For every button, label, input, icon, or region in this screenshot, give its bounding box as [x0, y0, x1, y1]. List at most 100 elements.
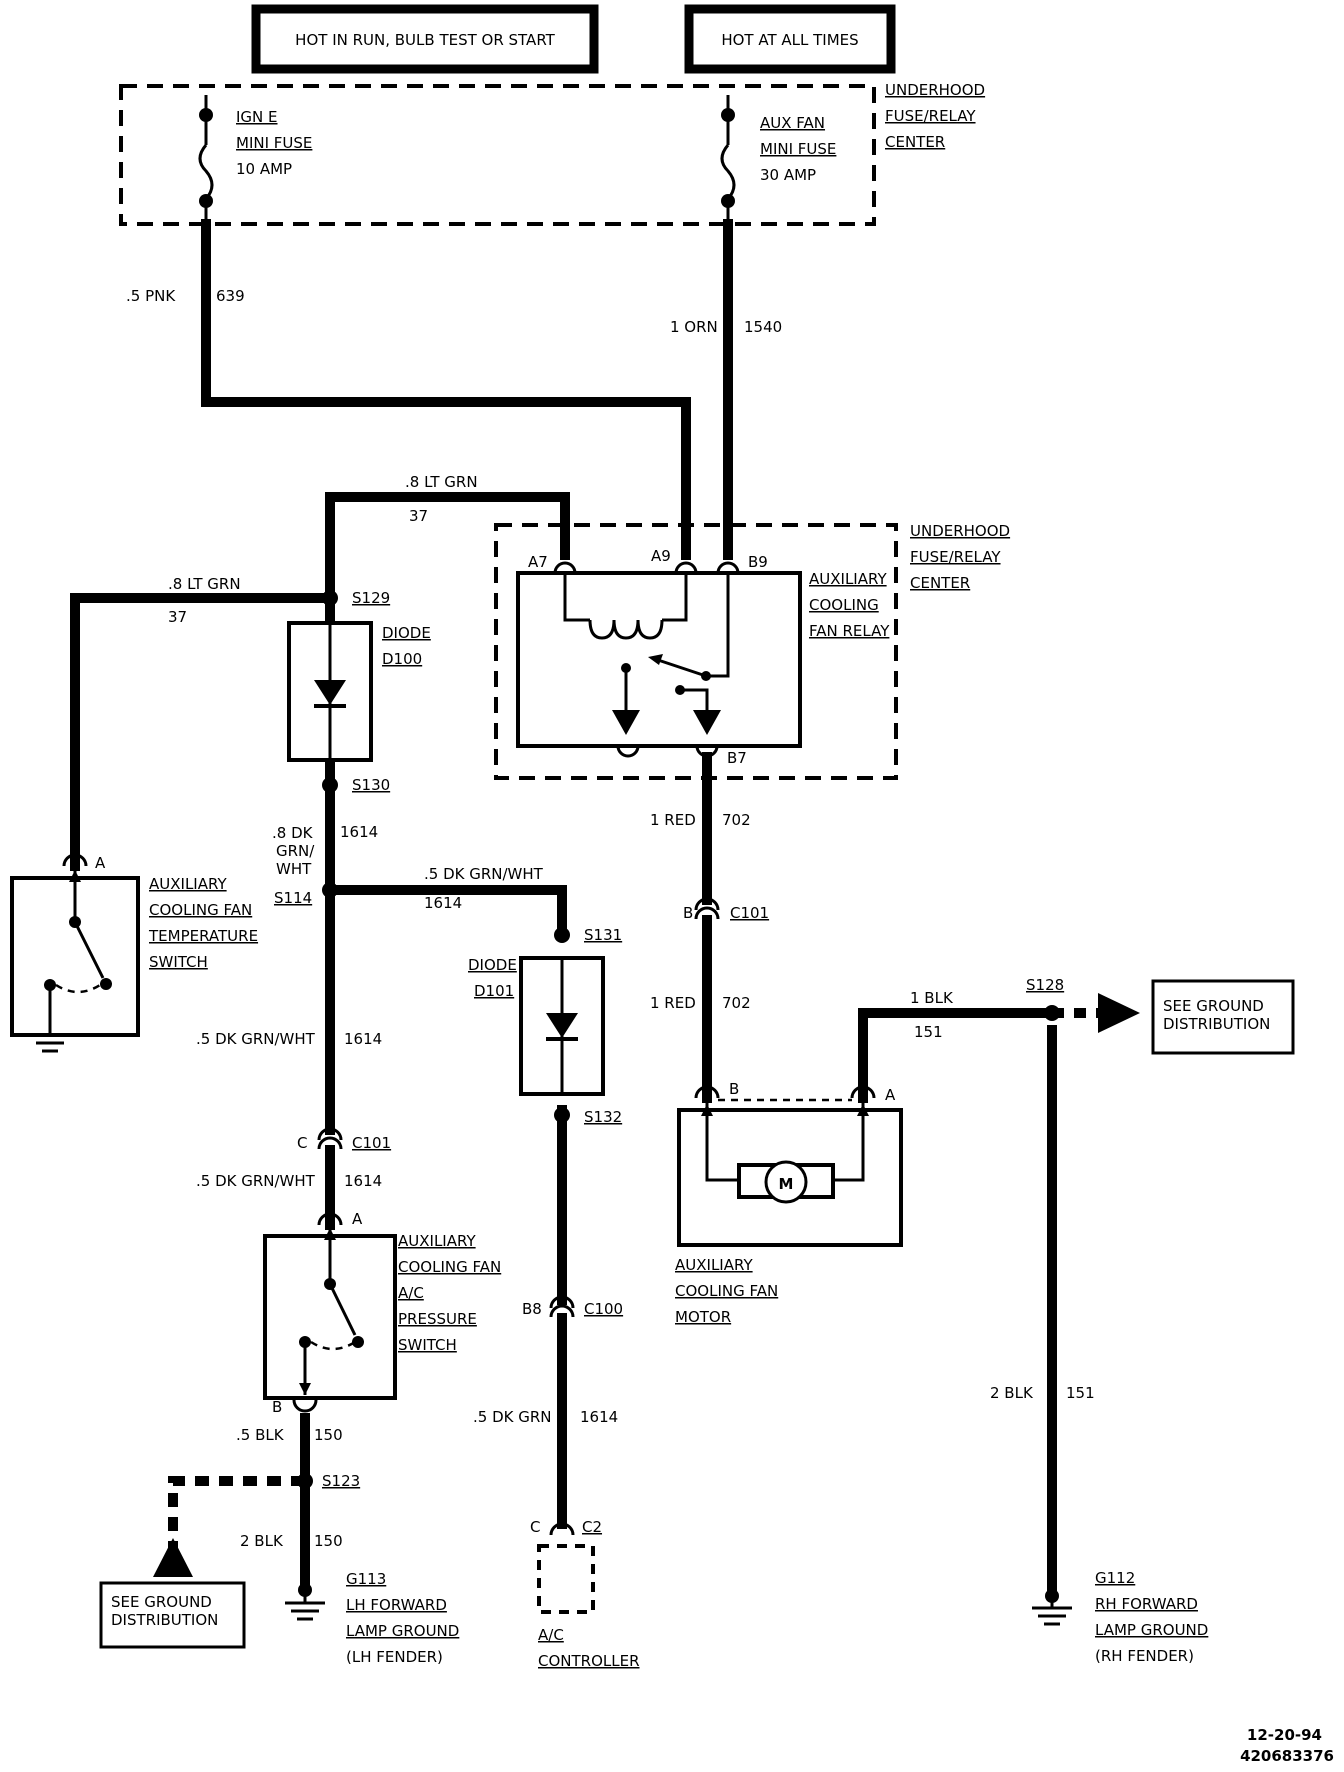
wire-639 [201, 219, 691, 560]
wire-1614-a-num: 1614 [340, 823, 378, 841]
wire-150-a-num: 150 [314, 1426, 343, 1444]
s131-label: S131 [584, 926, 622, 944]
wire-37-left [70, 593, 335, 871]
g112-line1: G112 [1095, 1569, 1135, 1587]
s132-label: S132 [584, 1108, 622, 1126]
relay-center-line2: FUSE/RELAY [910, 548, 1001, 566]
wire-1614-branch [325, 885, 567, 940]
motor-line2: COOLING FAN [675, 1282, 778, 1300]
relay-label-line2: COOLING [809, 596, 879, 614]
motor-line3: MOTOR [675, 1308, 731, 1326]
ground-dist-left-line2: DISTRIBUTION [111, 1611, 218, 1629]
g113-line2: LH FORWARD [346, 1596, 447, 1614]
relay-center-line3: CENTER [910, 574, 970, 592]
hot-in-run-box: HOT IN RUN, BULB TEST OR START [251, 4, 599, 74]
ground-dist-right-line1: SEE GROUND [1163, 997, 1264, 1015]
relay-pin-b9: B9 [748, 553, 768, 571]
diode-d101 [519, 956, 605, 1096]
wire-1614-a-line3: WHT [276, 860, 312, 878]
top-fuse-center-line1: UNDERHOOD [885, 81, 985, 99]
wire-37-top-gauge: .8 LT GRN [405, 473, 478, 491]
wire-702-b-gauge: 1 RED [650, 994, 696, 1012]
connector-c101-left [317, 1127, 343, 1150]
ground-dist-left-line1: SEE GROUND [111, 1593, 212, 1611]
wire-1614-b-gauge: .5 DK GRN/WHT [424, 865, 544, 883]
hot-at-all-times-box: HOT AT ALL TIMES [684, 4, 896, 74]
temp-switch-pin: A [95, 854, 106, 872]
s128-label: S128 [1026, 976, 1064, 994]
wire-150-b-gauge: 2 BLK [240, 1532, 284, 1550]
splice-s130 [322, 777, 338, 793]
relay-pin-b7: B7 [727, 749, 747, 767]
wire-702-a-gauge: 1 RED [650, 811, 696, 829]
relay-center-line1: UNDERHOOD [910, 522, 1010, 540]
splice-s131 [554, 927, 570, 943]
motor-pin-b: B [729, 1080, 739, 1098]
aux-fuse-line1: AUX FAN [760, 114, 825, 132]
wire-1614-c-num: 1614 [344, 1030, 382, 1048]
relay-pin-a7: A7 [528, 553, 548, 571]
wire-1614-b-num: 1614 [424, 894, 462, 912]
aux-fuse-line2: MINI FUSE [760, 140, 836, 158]
motor-pin-a: A [885, 1086, 896, 1104]
auxiliary-cooling-fan-relay [516, 561, 802, 758]
c101-top-label: C101 [730, 904, 769, 922]
pressure-switch-line3: A/C [398, 1284, 424, 1302]
pressure-switch-line2: COOLING FAN [398, 1258, 501, 1276]
pressure-switch [263, 1212, 397, 1413]
g112-line4: (RH FENDER) [1095, 1647, 1194, 1665]
d101-line2: D101 [474, 982, 514, 1000]
ground-dist-right-line2: DISTRIBUTION [1163, 1015, 1270, 1033]
top-fuse-center-line2: FUSE/RELAY [885, 107, 976, 125]
c2-label: C2 [582, 1518, 602, 1536]
wire-702-b-num: 702 [722, 994, 751, 1012]
wire-1540-gauge: 1 ORN [670, 318, 718, 336]
g113-line3: LAMP GROUND [346, 1622, 459, 1640]
relay-label-line1: AUXILIARY [809, 570, 887, 588]
wire-1614-e-gauge: .5 DK GRN [473, 1408, 552, 1426]
motor-symbol: M [779, 1175, 794, 1193]
temp-switch-line1: AUXILIARY [149, 875, 227, 893]
wire-639-num: 639 [216, 287, 245, 305]
ground-g112 [1032, 1589, 1072, 1626]
relay-fuse-relay-center-boundary [494, 523, 898, 780]
temp-switch-line4: SWITCH [149, 953, 208, 971]
diode-d100 [287, 621, 373, 762]
c100-label: C100 [584, 1300, 623, 1318]
aux-fuse-line3: 30 AMP [760, 166, 816, 184]
wire-150-dash [168, 1476, 305, 1555]
arrow-to-ground-dist-left [153, 1538, 193, 1577]
temp-switch-line3: TEMPERATURE [148, 927, 258, 945]
connector-c101-top [694, 897, 720, 920]
ac-controller-line1: A/C [538, 1626, 564, 1644]
splice-s132 [554, 1107, 570, 1123]
c101-left-pin: C [297, 1134, 307, 1152]
aux-fan-fuse [720, 95, 736, 224]
c100-pin: B8 [522, 1300, 542, 1318]
c2-pin: C [530, 1518, 540, 1536]
top-fuse-center-line3: CENTER [885, 133, 945, 151]
splice-s123 [297, 1473, 313, 1489]
pressure-switch-line4: PRESSURE [398, 1310, 477, 1328]
wire-1614-a-line2: GRN/ [276, 842, 315, 860]
wire-702-a-num: 702 [722, 811, 751, 829]
wire-151-a-num: 151 [914, 1023, 943, 1041]
s123-label: S123 [322, 1472, 360, 1490]
pressure-switch-line5: SWITCH [398, 1336, 457, 1354]
g112-line2: RH FORWARD [1095, 1595, 1198, 1613]
temperature-switch [10, 853, 140, 1053]
wire-150-a-gauge: .5 BLK [236, 1426, 285, 1444]
connector-c2 [549, 1522, 575, 1536]
ign-e-fuse [198, 95, 214, 224]
ground-g113 [285, 1583, 325, 1621]
g113-line4: (LH FENDER) [346, 1648, 443, 1666]
splice-s114 [322, 882, 338, 898]
wire-151-a-gauge: 1 BLK [910, 989, 954, 1007]
wire-639-gauge: .5 PNK [126, 287, 176, 305]
hot-at-all-times-label: HOT AT ALL TIMES [721, 31, 858, 49]
motor-line1: AUXILIARY [675, 1256, 753, 1274]
footer-code: 420683376 [1240, 1747, 1334, 1765]
s129-label: S129 [352, 589, 390, 607]
top-fuse-relay-center-boundary [119, 84, 876, 226]
